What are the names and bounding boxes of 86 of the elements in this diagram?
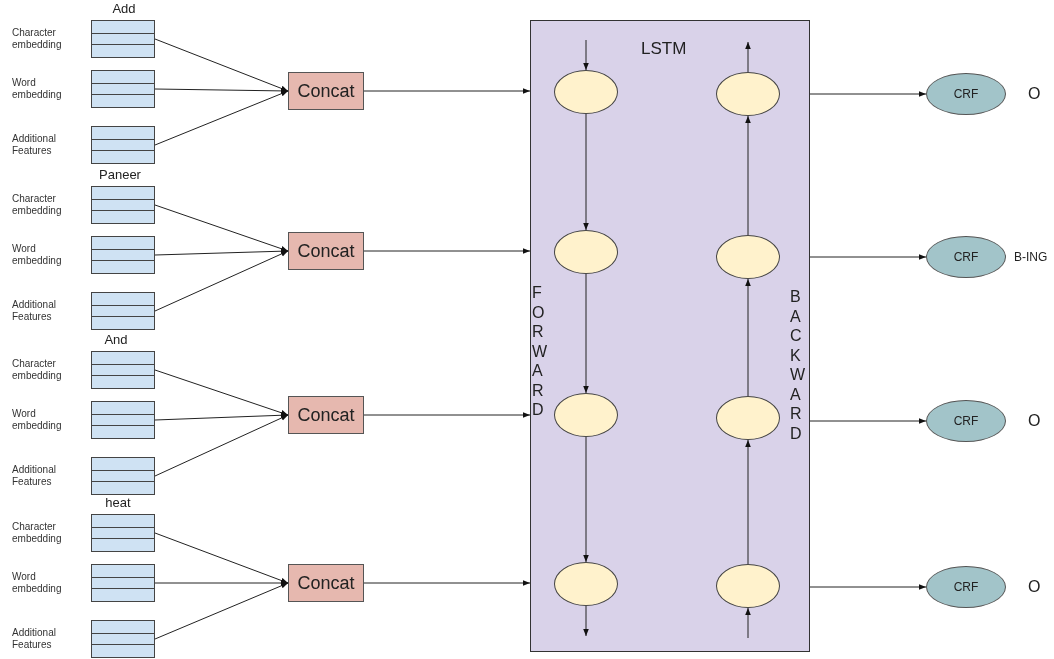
node-label: CRF — [953, 87, 979, 101]
arrow — [363, 248, 531, 254]
arrow — [745, 439, 751, 565]
output-tag: O — [1028, 578, 1041, 596]
arrow — [809, 91, 927, 97]
vector-box — [91, 457, 155, 495]
side-label: Character embedding — [12, 521, 63, 545]
vector-box — [91, 236, 155, 274]
vector-box — [91, 351, 155, 389]
arrow — [745, 41, 751, 73]
node-label: CRF — [953, 580, 979, 594]
arrow — [745, 607, 751, 639]
vector-box — [91, 186, 155, 224]
arrow — [809, 418, 927, 424]
arrow — [154, 90, 289, 146]
arrow — [154, 582, 289, 640]
arrow — [154, 250, 289, 312]
node-label: Concat — [297, 404, 355, 426]
arrow — [583, 605, 589, 637]
side-label: Word embedding — [12, 243, 63, 267]
side-label: Additional Features — [12, 133, 57, 157]
side-label: Additional Features — [12, 464, 57, 488]
arrow — [363, 580, 531, 586]
arrow — [583, 273, 589, 394]
lstm-cell — [554, 393, 618, 437]
arrow — [809, 254, 927, 260]
arrow — [583, 113, 589, 231]
lstm-cell — [554, 70, 618, 114]
vector-box — [91, 292, 155, 330]
vertical-label: BACKWARD — [790, 287, 806, 444]
node-label: Concat — [297, 572, 355, 594]
lstm-cell — [554, 562, 618, 606]
arrow — [583, 39, 589, 71]
vector-box — [91, 620, 155, 658]
output-tag: O — [1028, 412, 1041, 430]
arrow — [745, 278, 751, 397]
lstm-panel — [530, 20, 810, 652]
lstm-cell — [716, 72, 780, 116]
arrow — [583, 436, 589, 563]
process-box — [288, 72, 364, 110]
vertical-label: FORWARD — [532, 283, 548, 420]
node-label: Concat — [297, 80, 355, 102]
panel-title: LSTM — [641, 39, 687, 59]
process-box — [288, 564, 364, 602]
token-label: And — [103, 332, 129, 347]
lstm-cell — [716, 235, 780, 279]
arrow — [154, 414, 289, 477]
side-label: Word embedding — [12, 408, 63, 432]
side-label: Character embedding — [12, 193, 63, 217]
lstm-cell — [716, 396, 780, 440]
token-label: Add — [111, 1, 137, 16]
token-label: Paneer — [98, 167, 142, 182]
lstm-cell — [716, 564, 780, 608]
arrow — [154, 580, 289, 586]
node-label: CRF — [953, 414, 979, 428]
output-tag: B-ING — [1014, 248, 1048, 266]
arrow — [809, 584, 927, 590]
lstm-cell — [554, 230, 618, 274]
side-label: Word embedding — [12, 77, 63, 101]
vector-box — [91, 401, 155, 439]
arrow — [154, 532, 289, 584]
side-label: Character embedding — [12, 27, 63, 51]
vector-box — [91, 514, 155, 552]
side-label: Additional Features — [12, 627, 57, 651]
arrow — [363, 412, 531, 418]
process-box — [288, 396, 364, 434]
side-label: Character embedding — [12, 358, 63, 382]
side-label: Word embedding — [12, 571, 63, 595]
process-box — [288, 232, 364, 270]
vector-box — [91, 126, 155, 164]
arrow — [154, 38, 289, 92]
arrow — [154, 369, 289, 416]
vector-box — [91, 564, 155, 602]
node-label: CRF — [953, 250, 979, 264]
side-label: Additional Features — [12, 299, 57, 323]
arrow — [745, 115, 751, 236]
arrow — [154, 412, 289, 421]
arrow — [154, 204, 289, 252]
arrow — [154, 88, 289, 94]
arrow — [363, 88, 531, 94]
vector-box — [91, 70, 155, 108]
node-label: Concat — [297, 240, 355, 262]
token-label: heat — [104, 495, 132, 510]
output-tag: O — [1028, 85, 1041, 103]
vector-box — [91, 20, 155, 58]
arrow — [154, 248, 289, 256]
